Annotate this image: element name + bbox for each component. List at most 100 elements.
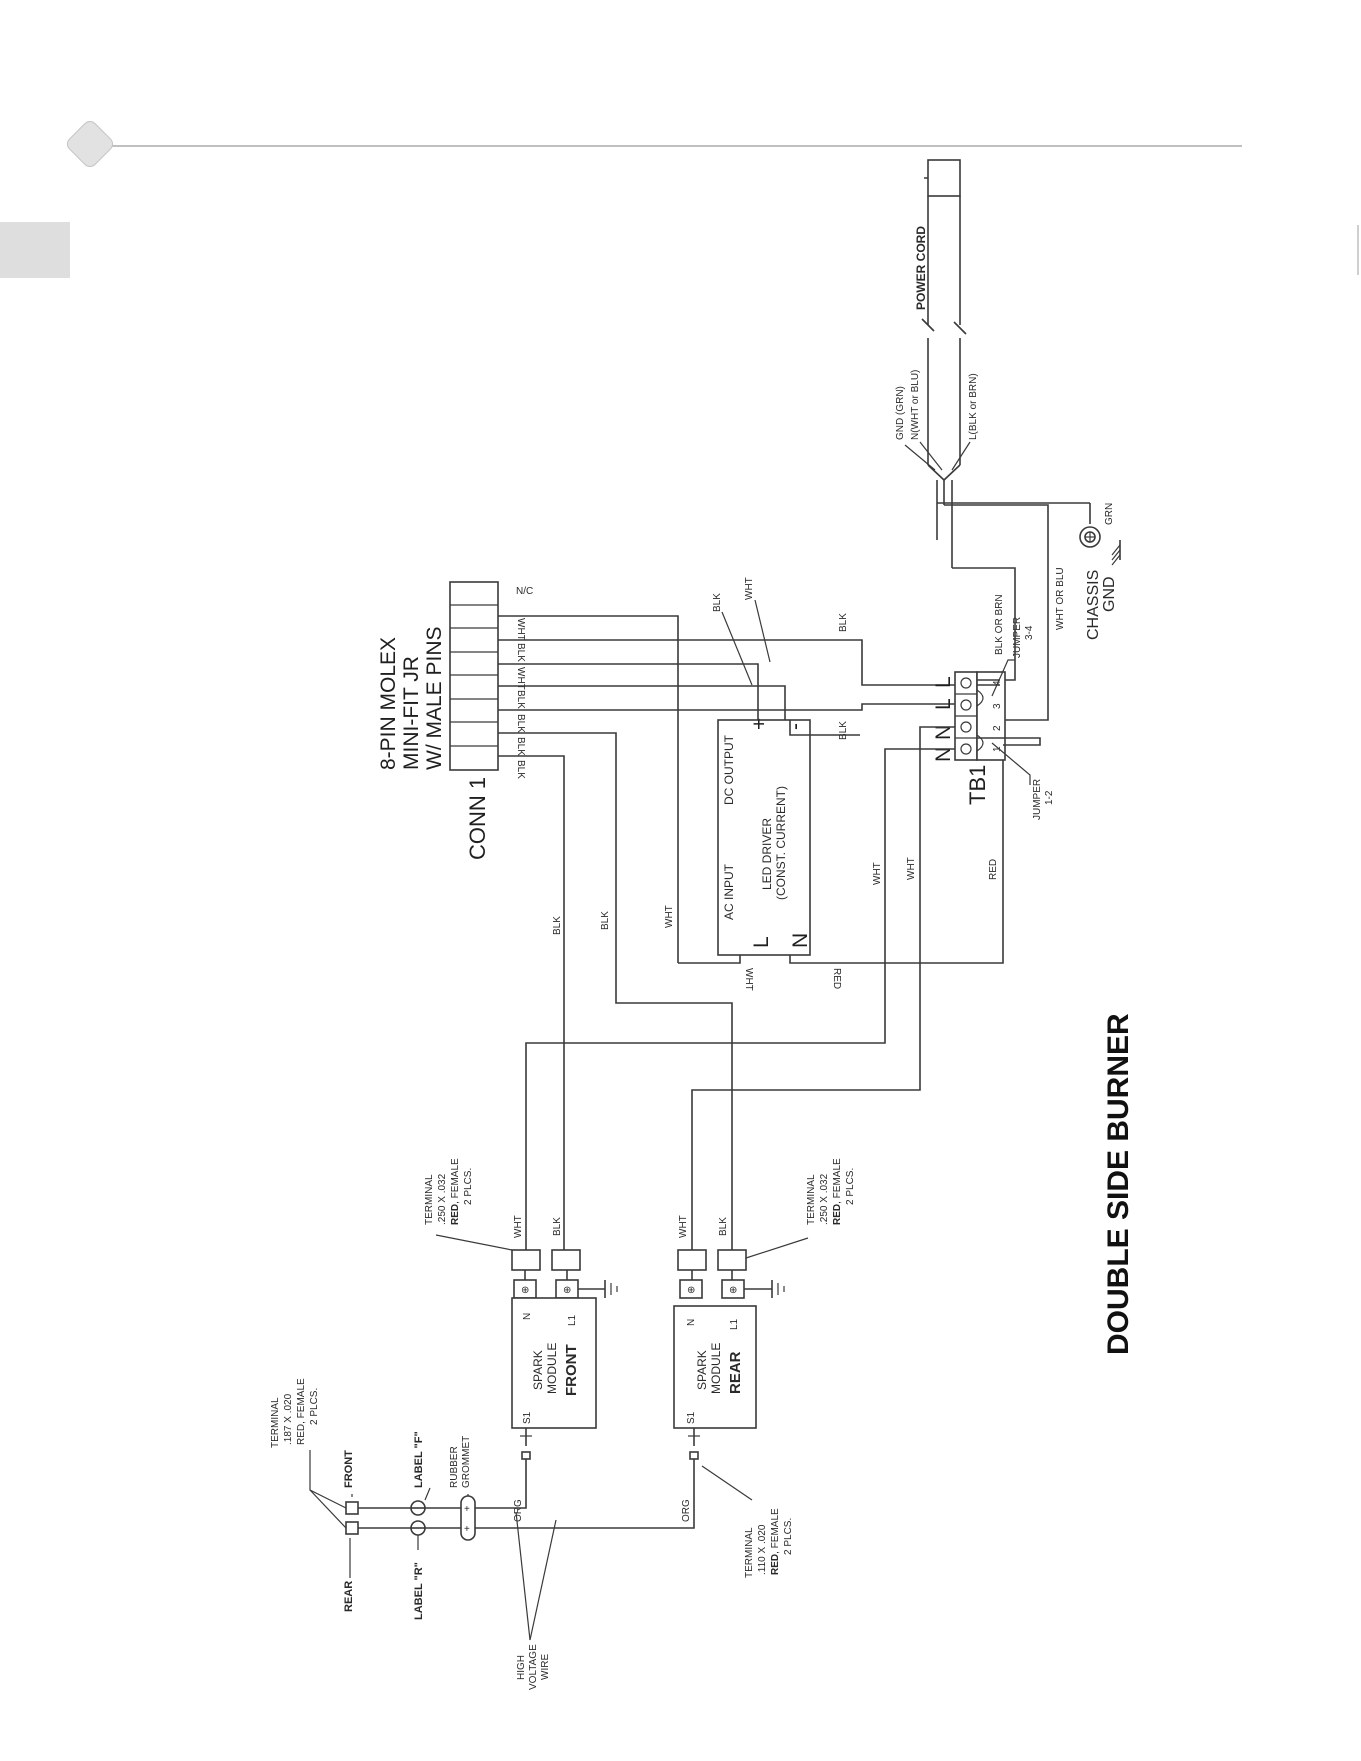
wire-label-red-1: RED xyxy=(831,968,842,989)
power-cord-label: POWER CORD xyxy=(914,226,928,310)
hv-wires: + + FRONT REAR LABEL "F" LABEL "R" RUBBE… xyxy=(343,1431,695,1690)
rear-electrode-label: REAR xyxy=(343,1581,355,1612)
grommet-plus-1: + xyxy=(464,1504,470,1515)
front-s1-label: S1 xyxy=(522,1411,533,1424)
t250r-3: RED, FEMALE xyxy=(832,1158,843,1225)
terminal-250-front-callout: TERMINAL .250 X .032 RED, FEMALE 2 PLCS. xyxy=(424,1158,513,1251)
t250r-4: 2 PLCS. xyxy=(845,1168,856,1205)
front-n-label: N xyxy=(522,1313,533,1320)
t250f-3b: , FEMALE xyxy=(450,1158,461,1204)
hv-label-3: WIRE xyxy=(540,1654,551,1680)
t110-3: RED, FEMALE xyxy=(770,1508,781,1575)
chassis-grn-label: GRN xyxy=(1104,503,1115,525)
rear-l1-plus-icon: ⊕ xyxy=(729,1285,737,1296)
dc-plus-label: + xyxy=(748,718,771,730)
terminal-250-rear-callout: TERMINAL .250 X .032 RED, FEMALE 2 PLCS. xyxy=(745,1158,856,1259)
tb-top-label-2: N xyxy=(932,725,955,740)
chassis-ground: GRN CHASSIS GND xyxy=(937,502,1121,640)
pin-4-label: WHT xyxy=(515,667,526,690)
hv-label-2: VOLTAGE xyxy=(528,1644,539,1690)
tb-num-3: 3 xyxy=(992,703,1003,709)
dc-output-label: DC OUTPUT xyxy=(722,734,736,805)
rear-s1-label: S1 xyxy=(686,1411,697,1424)
page-header-rule xyxy=(0,120,1359,278)
gnd-grn-label: GND (GRN) xyxy=(895,386,906,440)
t250f-2: .250 X .032 xyxy=(437,1173,448,1225)
label-r: LABEL "R" xyxy=(413,1562,425,1620)
jumper-1-2-label-2: 1-2 xyxy=(1044,790,1055,805)
ac-n-label: N xyxy=(789,933,812,948)
pin-1-label: N/C xyxy=(516,586,533,597)
terminal-110-callout: TERMINAL .110 X .020 RED, FEMALE 2 PLCS. xyxy=(701,1465,794,1578)
wire-label-wht-4: WHT xyxy=(906,857,917,880)
wire-label-blk-1: BLK xyxy=(552,916,563,935)
rear-wht-label: WHT xyxy=(678,1215,689,1238)
t250f-3: RED, FEMALE xyxy=(450,1158,461,1225)
tb-top-label-3: L xyxy=(932,698,955,710)
wire-label-blk-4: BLK xyxy=(838,721,849,740)
power-cord: POWER CORD xyxy=(914,159,967,568)
tb-num-1: 1 xyxy=(992,746,1003,752)
page-corner-diamond xyxy=(66,120,114,168)
grommet-label-1: RUBBER xyxy=(449,1446,460,1488)
jumper-3-4-label-1: JUMPER xyxy=(1012,617,1023,658)
led-driver-title-2: (CONST. CURRENT) xyxy=(774,786,788,900)
t187-1: TERMINAL xyxy=(270,1397,281,1448)
jumper-3-4-label-2: 3-4 xyxy=(1024,625,1035,640)
neutral-lead-label: N(WHT or BLU) xyxy=(910,370,921,440)
t250r-2: .250 X .032 xyxy=(819,1173,830,1225)
t110-3a: RED xyxy=(770,1554,781,1575)
chassis-label: CHASSIS xyxy=(1085,570,1102,640)
tb-top-label-4: L xyxy=(932,676,955,688)
pin-5-label: BLK xyxy=(515,690,526,709)
rear-module-label: MODULE xyxy=(709,1343,723,1394)
front-module-label: MODULE xyxy=(545,1343,559,1394)
wire-label-blk-3: BLK xyxy=(838,613,849,632)
pin-8-label: BLK xyxy=(515,760,526,779)
front-n-plus-icon: ⊕ xyxy=(521,1285,529,1296)
dc-blk-label: BLK xyxy=(712,593,723,612)
t187-2: .187 X .020 xyxy=(283,1393,294,1445)
dc-wht-label: WHT xyxy=(744,577,755,600)
grommet-plus-2: + xyxy=(464,1524,470,1535)
blk-or-brn-label: BLK OR BRN xyxy=(994,594,1005,655)
wire-label-wht-2: WHT xyxy=(743,968,754,991)
terminal-187-callout: TERMINAL .187 X .020 RED, FEMALE 2 PLCS. xyxy=(270,1378,347,1529)
chassis-gnd-label: GND xyxy=(1101,576,1118,612)
tb-top-label-1: N xyxy=(932,747,955,762)
led-driver-title-1: LED DRIVER xyxy=(760,818,774,890)
rear-org-label: ORG xyxy=(681,1499,692,1522)
pin-2-label: WHT xyxy=(515,618,526,641)
power-cord-leads-labels: GND (GRN) N(WHT or BLU) L(BLK or BRN) xyxy=(895,370,979,471)
label-f: LABEL "F" xyxy=(413,1431,425,1488)
connector-title-1: 8-PIN MOLEX xyxy=(377,637,400,770)
front-blk-label: BLK xyxy=(552,1217,563,1236)
t110-4: 2 PLCS. xyxy=(783,1518,794,1555)
rear-n-plus-icon: ⊕ xyxy=(687,1285,695,1296)
tb1-label: TB1 xyxy=(965,765,990,805)
connector-title-2: MINI-FIT JR xyxy=(400,656,423,770)
rear-spark-label: SPARK xyxy=(695,1350,709,1390)
t110-2: .110 X .020 xyxy=(757,1524,768,1575)
grommet-label-2: GROMMET xyxy=(461,1436,472,1488)
dc-minus-label: - xyxy=(784,723,807,730)
t250f-3a: RED xyxy=(450,1204,461,1225)
pin-3-label: BLK xyxy=(515,643,526,662)
terminal-block-tb1: TB1 N N L L 1 2 3 4 JUMPER 3-4 JUMPER 1-… xyxy=(932,504,1066,820)
rear-name-label: REAR xyxy=(727,1351,744,1394)
t250r-1: TERMINAL xyxy=(806,1174,817,1225)
rear-blk-label: BLK xyxy=(718,1217,729,1236)
connector-name: CONN 1 xyxy=(465,777,490,860)
hv-label-1: HIGH xyxy=(516,1655,527,1680)
spark-wire-labels: WHT BLK WHT BLK ORG ORG xyxy=(513,1215,729,1522)
tb-num-2: 2 xyxy=(992,725,1003,731)
wire-label-red-2: RED xyxy=(988,859,999,880)
front-wht-label: WHT xyxy=(513,1215,524,1238)
line-lead-label: L(BLK or BRN) xyxy=(968,373,979,440)
spark-module-front: ⊕ ⊕ N L1 S1 SPARK MODULE FRONT xyxy=(511,1249,618,1460)
rear-n-label: N xyxy=(686,1319,697,1326)
t250f-1: TERMINAL xyxy=(424,1174,435,1225)
ac-l-label: L xyxy=(750,936,773,948)
rear-l1-label: L1 xyxy=(729,1318,740,1330)
